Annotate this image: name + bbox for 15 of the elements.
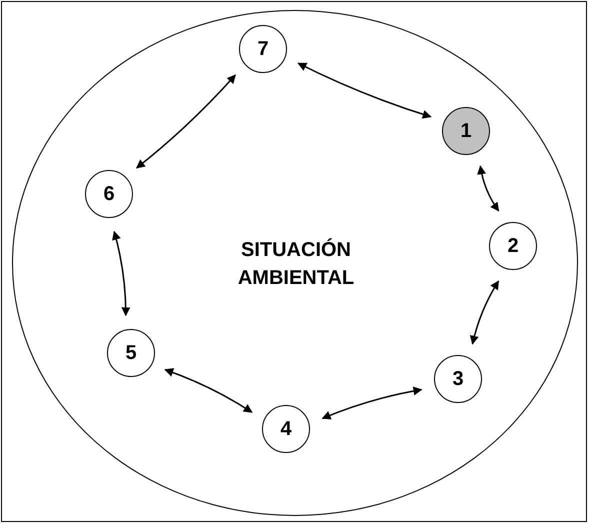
double-arrow (164, 368, 253, 413)
double-arrow (297, 62, 432, 119)
center-label: SITUACIÓN AMBIENTAL (236, 237, 356, 291)
double-arrow (470, 280, 500, 345)
step-circle: 4 (262, 405, 310, 453)
step-circle: 6 (85, 170, 133, 218)
double-arrow (136, 74, 236, 169)
step-circle: 1 (442, 107, 490, 155)
double-arrow (477, 165, 500, 212)
step-circle: 3 (434, 355, 482, 403)
step-circle: 7 (239, 25, 287, 73)
step-circle: 5 (107, 329, 155, 377)
double-arrow (112, 230, 130, 316)
double-arrow (322, 386, 422, 420)
step-circle: 2 (489, 222, 537, 270)
